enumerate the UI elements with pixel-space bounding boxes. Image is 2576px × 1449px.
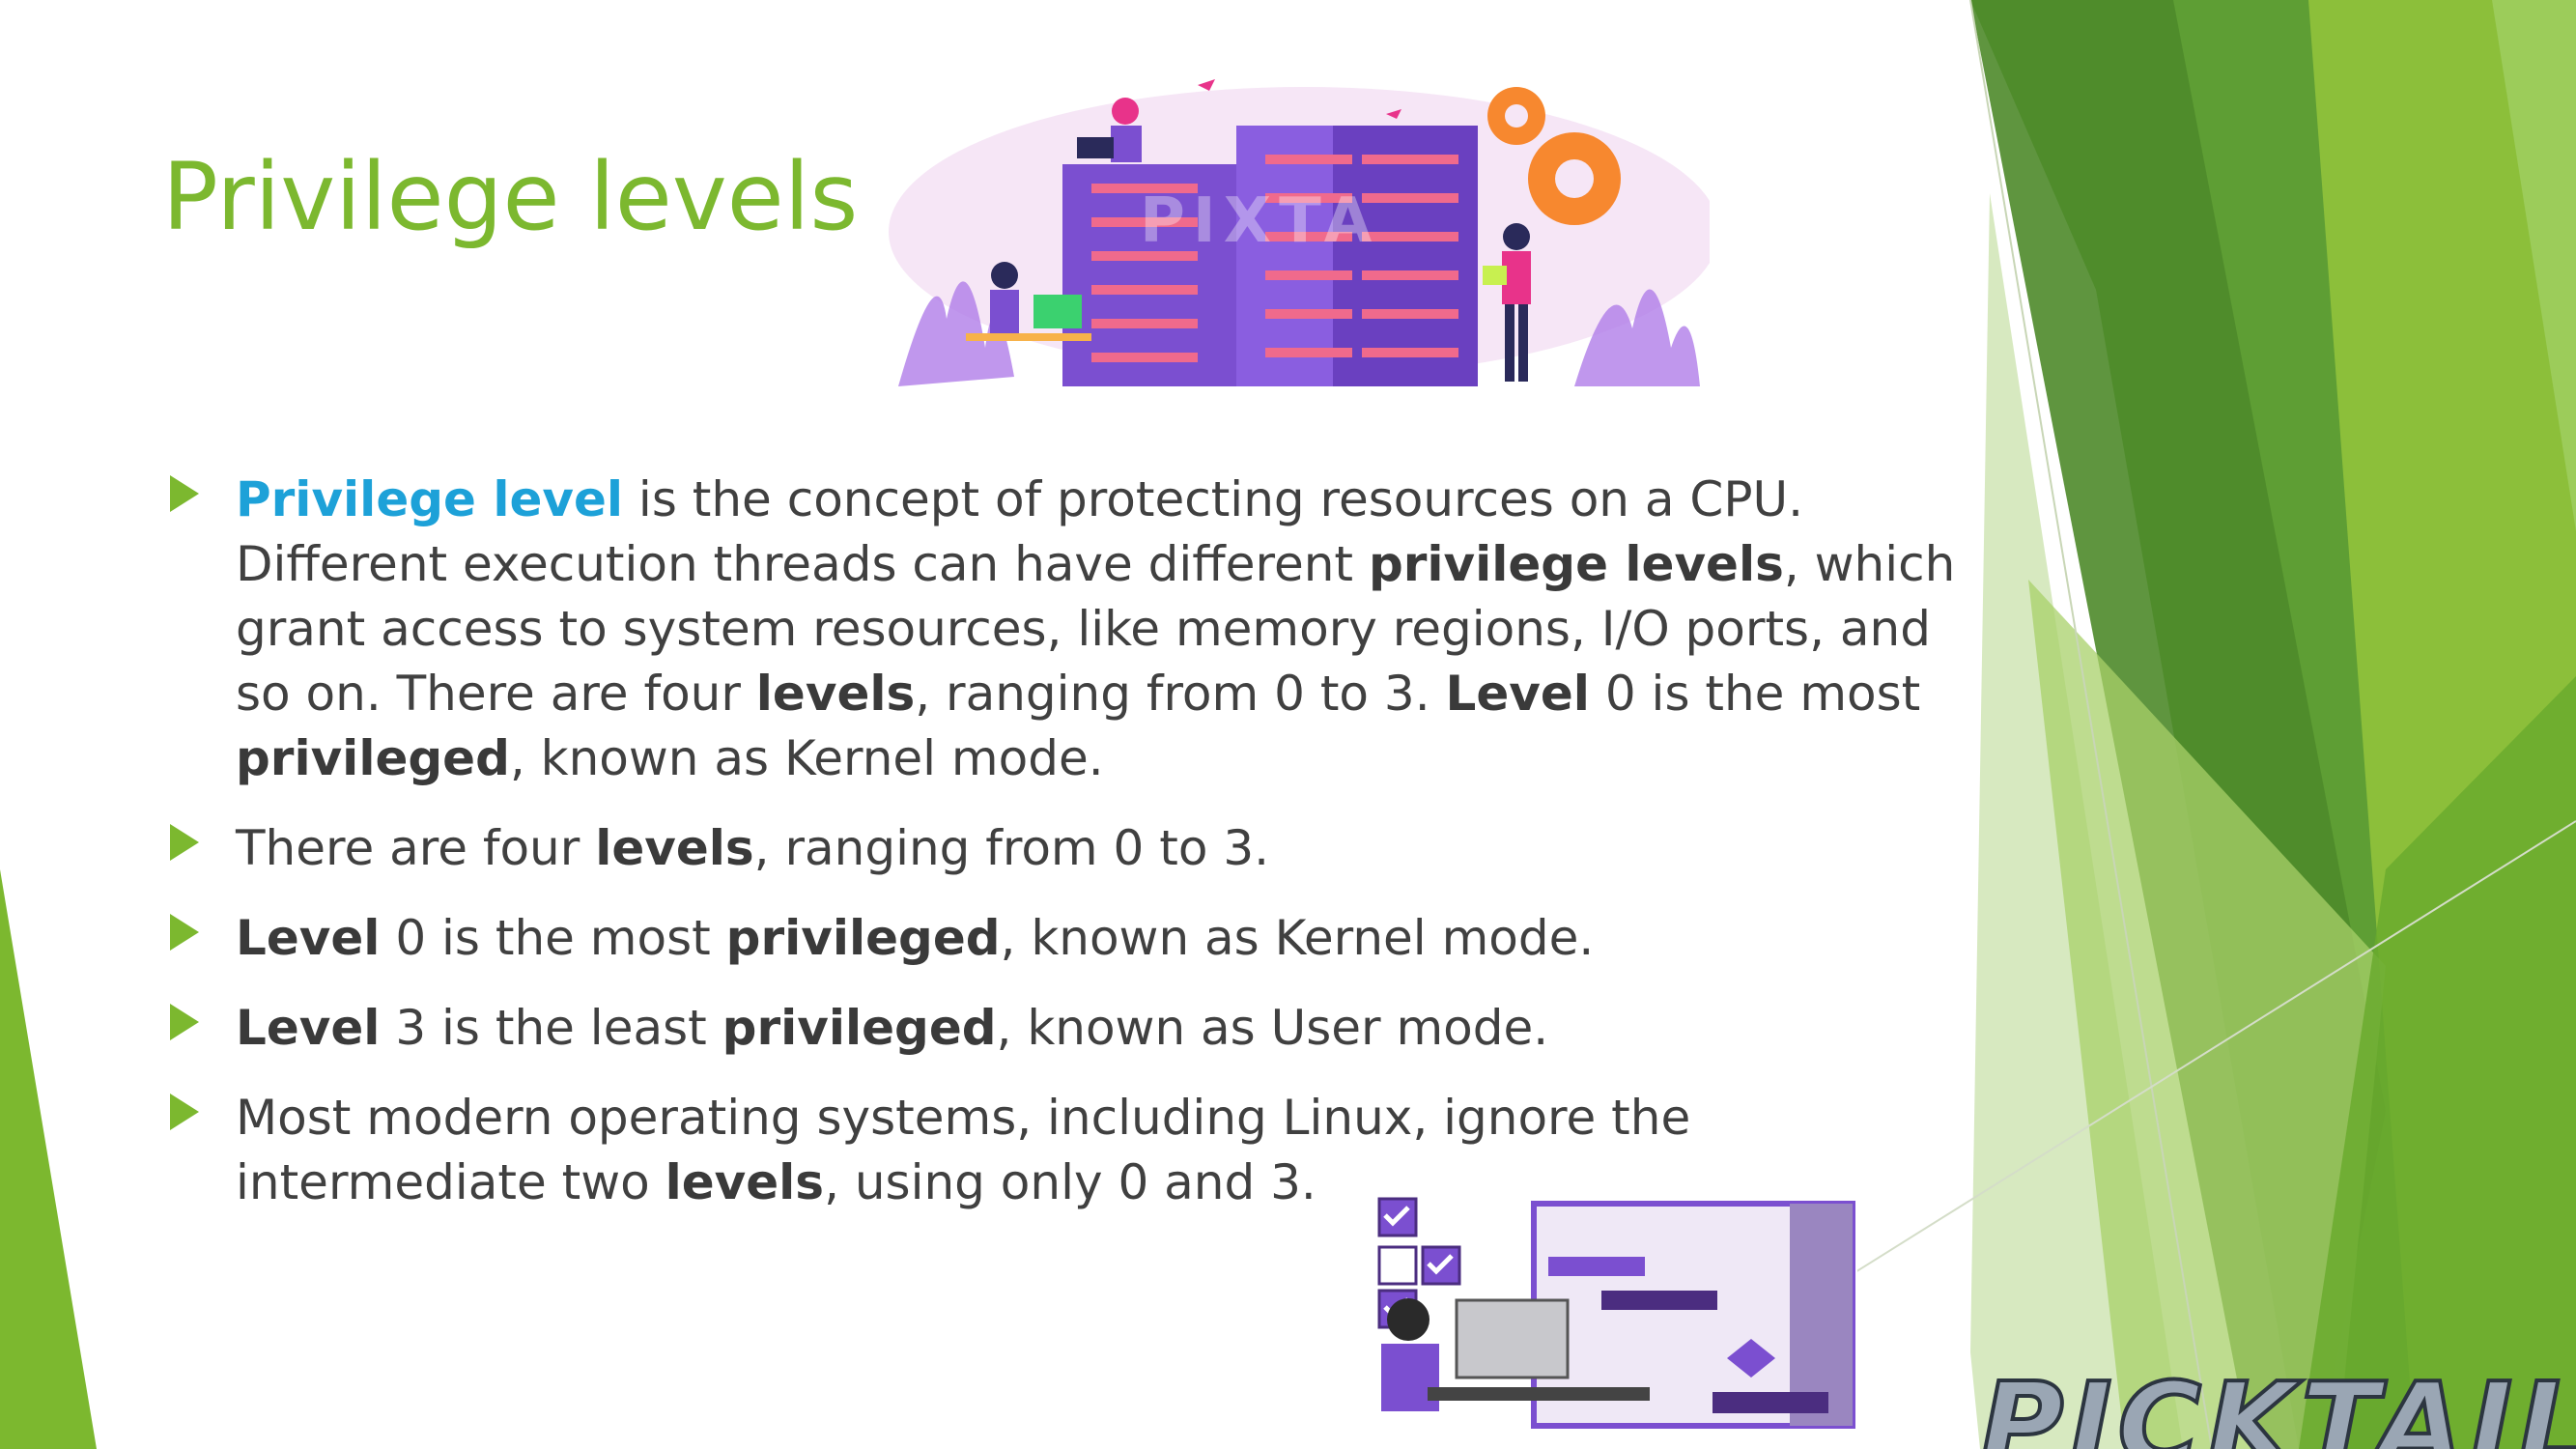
- bullet-item: Level 3 is the least privileged, known a…: [162, 996, 1968, 1061]
- bullet-text: , using only 0 and 3.: [824, 1154, 1316, 1210]
- bullet-text: , which grant access to system resources…: [236, 536, 1956, 722]
- triangle-right-icon: [170, 1004, 199, 1040]
- slide-title: Privilege levels: [162, 143, 859, 251]
- planning-illustration: [1370, 1194, 1857, 1430]
- person-body: [1381, 1344, 1439, 1411]
- bullet-text: , known as Kernel mode.: [1000, 910, 1595, 966]
- server-rack-1: [1062, 164, 1256, 386]
- bullet-text: There are four: [236, 820, 596, 876]
- bold-term: privilege levels: [1368, 536, 1784, 592]
- right-facet-bottom: [2299, 676, 2576, 1449]
- bullet-item: Privilege level is the concept of protec…: [162, 468, 1968, 791]
- server-illustration: PIXTA: [889, 79, 1710, 386]
- person-on-rack: [1077, 98, 1142, 162]
- bold-term: Level: [236, 1000, 381, 1056]
- triangle-right-icon: [170, 1094, 199, 1130]
- bullet-text: , known as User mode.: [996, 1000, 1549, 1056]
- bullet-text: Most modern operating systems, including…: [236, 1090, 1691, 1210]
- person-head: [1387, 1298, 1430, 1341]
- plant-left: [898, 281, 1014, 386]
- triangle-right-icon: [170, 475, 199, 512]
- triangle-right-icon: [170, 824, 199, 861]
- bullet-item: Most modern operating systems, including…: [162, 1086, 1968, 1215]
- gantt-bar-1: [1548, 1257, 1645, 1276]
- monitor-icon: [1455, 1298, 1570, 1379]
- bullet-item: Level 0 is the most privileged, known as…: [162, 906, 1968, 971]
- bullet-text: is the concept of protecting resources o…: [236, 471, 1803, 592]
- bold-term: levels: [755, 666, 916, 722]
- thin-line-1: [1969, 0, 2213, 1449]
- desk: [1428, 1387, 1650, 1401]
- gantt-bar-3: [1713, 1392, 1828, 1413]
- bullet-text: 0 is the most: [1589, 666, 1921, 722]
- thin-line-2: [1834, 820, 2576, 1286]
- triangle-right-icon: [170, 914, 199, 951]
- left-green-wedge: [0, 869, 97, 1449]
- server-lights: [1091, 155, 1458, 362]
- bold-term: levels: [595, 820, 754, 876]
- watermark-text: PIXTA: [1140, 185, 1379, 257]
- right-facet-mid: [2028, 580, 2386, 1449]
- server-rack-3: [1333, 126, 1478, 386]
- person-standing: [1483, 223, 1531, 382]
- plant-right: [1574, 289, 1700, 386]
- bold-term: privileged: [236, 730, 510, 786]
- picktail-logo: PICKTAIL: [1978, 1355, 2576, 1449]
- bullet-text: 3 is the least: [380, 1000, 722, 1056]
- highlight-term: Privilege level: [236, 471, 624, 527]
- bold-term: Level: [1445, 666, 1590, 722]
- bullet-text: 0 is the most: [380, 910, 726, 966]
- bird-icon: [1198, 79, 1215, 91]
- bold-term: Level: [236, 910, 381, 966]
- right-facet-top: [2492, 0, 2576, 531]
- bullet-item: There are four levels, ranging from 0 to…: [162, 816, 1968, 881]
- bullet-list: Privilege level is the concept of protec…: [162, 468, 1968, 1240]
- person-sitting: [966, 262, 1091, 341]
- check-icon: [1383, 1206, 1410, 1227]
- check-icon: [1427, 1254, 1454, 1275]
- bold-term: levels: [665, 1154, 825, 1210]
- bullet-text: , ranging from 0 to 3.: [753, 820, 1270, 876]
- bullet-text: , ranging from 0 to 3.: [915, 666, 1446, 722]
- bold-term: privileged: [722, 1000, 997, 1056]
- bold-term: privileged: [725, 910, 1001, 966]
- laptop-icon: [1077, 137, 1114, 158]
- bullet-text: , known as Kernel mode.: [509, 730, 1104, 786]
- monitor-icon: [1033, 295, 1082, 328]
- bird-icon-2: [1386, 109, 1401, 119]
- gantt-bar-2: [1601, 1291, 1717, 1310]
- diamond-icon: [1727, 1339, 1775, 1378]
